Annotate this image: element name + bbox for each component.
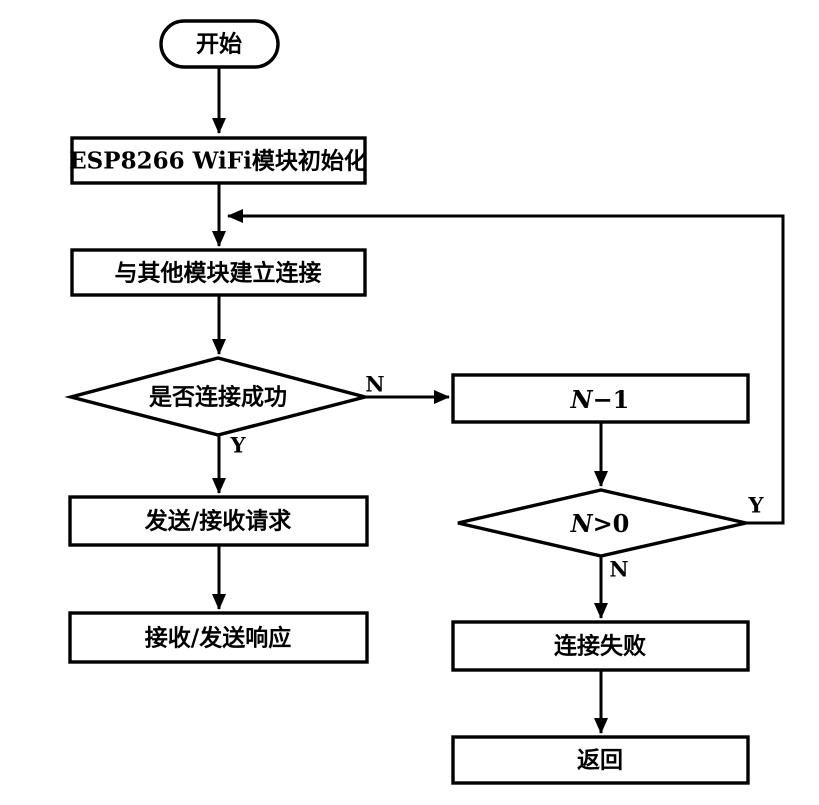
node-check-connect [64, 356, 372, 437]
branch-label-retry-no: N [609, 557, 628, 582]
node-connect-label: 与其他模块建立连接 [115, 260, 322, 287]
edge-retry-yes-loop [227, 209, 785, 525]
node-fail-label: 连接失败 [554, 633, 646, 660]
node-start [159, 19, 280, 69]
node-send-request [68, 495, 369, 547]
node-fail [451, 620, 750, 672]
node-return [451, 735, 750, 785]
node-init [70, 136, 367, 185]
decrement-operation: −1 [593, 385, 630, 414]
node-start-label: 开始 [196, 31, 242, 58]
retry-variable: N [570, 509, 594, 538]
node-send-request-label: 发送/接收请求 [144, 508, 291, 535]
node-receive-response-label: 接收/发送响应 [145, 625, 291, 652]
node-return-label: 返回 [577, 747, 623, 774]
retry-condition: >0 [593, 509, 630, 538]
node-check-retry-label: N>0 [570, 509, 630, 538]
decrement-variable: N [570, 385, 594, 414]
node-receive-response [68, 611, 369, 664]
branch-label-retry-yes: Y [748, 493, 765, 518]
node-decrement-label: N−1 [570, 385, 630, 414]
flowchart-edges [212, 67, 785, 734]
node-check-connect-label: 是否连接成功 [149, 384, 287, 411]
branch-labels: N Y Y N [230, 372, 765, 582]
branch-label-connect-no: N [365, 372, 384, 397]
flowchart-nodes: 开始 ESP8266 WiFi模块初始化 与其他模块建立连接 是否连接成功 发送… [64, 19, 750, 785]
branch-label-connect-yes: Y [230, 433, 247, 458]
node-init-label: ESP8266 WiFi模块初始化 [69, 148, 367, 175]
node-connect [70, 248, 367, 297]
node-check-retry [457, 488, 747, 558]
node-decrement [451, 373, 750, 424]
